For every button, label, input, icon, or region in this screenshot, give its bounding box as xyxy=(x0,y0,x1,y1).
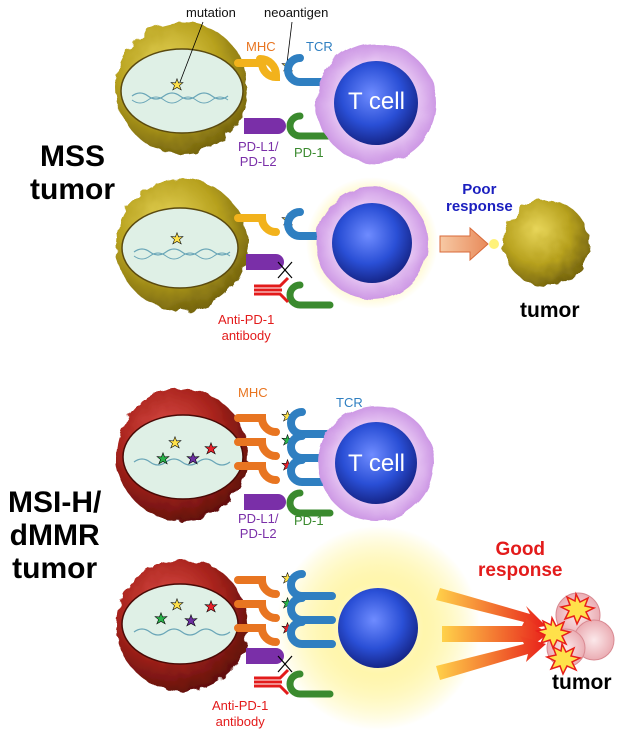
mutation-label: mutation xyxy=(186,5,236,20)
mss-title-line2: tumor xyxy=(30,173,115,206)
poor-response-line2: response xyxy=(446,197,513,215)
msi-result-tumor-label: tumor xyxy=(552,671,612,694)
pdl-label-line2: PD-L2 xyxy=(239,525,277,541)
mhc-receptors xyxy=(234,414,280,484)
remaining-tumor-cell xyxy=(503,200,589,286)
burst-icon xyxy=(534,591,597,676)
pdl-ligand xyxy=(246,254,284,270)
mss-panel-1 xyxy=(116,21,436,163)
poor-response-arrow xyxy=(439,226,489,262)
pd1-label: PD-1 xyxy=(294,145,324,160)
mhc-receptor xyxy=(234,214,280,236)
msi-title: MSI-H/ dMMR tumor xyxy=(8,486,101,585)
t-cell-label: T cell xyxy=(348,450,405,477)
tumor-nucleus xyxy=(120,48,244,134)
pdl-label: PD-L1/ PD-L2 xyxy=(238,139,279,170)
attack-spark-icon xyxy=(489,239,499,249)
anti-pd1-antibody-icon xyxy=(254,668,290,696)
pdl-ligand xyxy=(244,494,286,510)
pdl-ligand xyxy=(246,648,284,664)
dna-strand xyxy=(131,92,229,100)
msi-title-line2: dMMR xyxy=(9,519,100,552)
good-response-line1: Good xyxy=(495,539,546,560)
msi-panel-1 xyxy=(116,389,434,521)
t-cell-nucleus xyxy=(335,422,417,504)
anti-pd1-line2: antibody xyxy=(221,327,271,343)
tcr-label: TCR xyxy=(336,395,363,410)
good-response-label: Good response xyxy=(478,539,563,582)
anti-pd1-antibody-icon xyxy=(254,276,290,304)
tumor-nucleus xyxy=(122,414,244,500)
mss-title: MSS tumor xyxy=(30,140,115,206)
tcr-receptors xyxy=(287,408,336,486)
anti-pd1-line1: Anti-PD-1 xyxy=(212,698,269,713)
anti-pd1-line2: antibody xyxy=(215,713,265,729)
tcr-receptor xyxy=(284,54,336,86)
mss-panel-2 xyxy=(116,177,589,311)
mhc-receptor xyxy=(234,55,280,82)
pdl-ligand xyxy=(244,118,286,134)
mhc-receptors xyxy=(234,576,280,646)
tumor-nucleus xyxy=(121,207,239,289)
t-cell-nucleus xyxy=(332,203,412,283)
pd1-receptor xyxy=(286,281,334,309)
good-response-arrow xyxy=(436,636,546,680)
mutation-pointer xyxy=(179,21,204,83)
tumor-nucleus xyxy=(121,583,239,665)
tcr-receptor xyxy=(284,208,334,240)
pd1-receptor xyxy=(286,670,334,698)
pdl-label-line1: PD-L1/ xyxy=(238,511,279,526)
pdl-label: PD-L1/ PD-L2 xyxy=(238,511,279,542)
poor-response-label: Poor response xyxy=(446,181,513,215)
mhc-label: MHC xyxy=(246,39,276,54)
msi-title-line1: MSI-H/ xyxy=(8,486,102,519)
pd1-receptor xyxy=(286,489,334,517)
good-response-arrow xyxy=(442,618,548,650)
neoantigen-label: neoantigen xyxy=(264,5,329,20)
pd1-label: PD-1 xyxy=(294,513,324,528)
tcr-label: TCR xyxy=(306,39,333,54)
neoantigen-pointer xyxy=(286,21,293,64)
mss-result-tumor-label: tumor xyxy=(520,299,580,322)
anti-pd1-line1: Anti-PD-1 xyxy=(218,312,275,327)
blocked-cross-icon xyxy=(277,655,293,673)
t-cell-nucleus xyxy=(334,61,418,145)
mhc-label: MHC xyxy=(238,385,268,400)
t-cell-label: T cell xyxy=(348,88,405,115)
anti-pd1-label: Anti-PD-1 antibody xyxy=(212,698,268,729)
blocked-cross-icon xyxy=(277,261,293,279)
msi-title-line3: tumor xyxy=(12,552,98,585)
anti-pd1-label: Anti-PD-1 antibody xyxy=(218,312,274,343)
t-cell-nucleus xyxy=(338,588,418,668)
mss-title-line1: MSS xyxy=(39,140,105,173)
poor-response-line1: Poor xyxy=(462,181,497,198)
pdl-label-line1: PD-L1/ xyxy=(238,139,279,154)
good-response-line2: response xyxy=(478,559,563,581)
pd1-receptor xyxy=(286,112,334,140)
tcr-receptors xyxy=(287,570,336,648)
msi-panel-2 xyxy=(116,526,615,730)
good-response-arrow xyxy=(436,588,546,630)
pdl-label-line2: PD-L2 xyxy=(239,153,277,169)
